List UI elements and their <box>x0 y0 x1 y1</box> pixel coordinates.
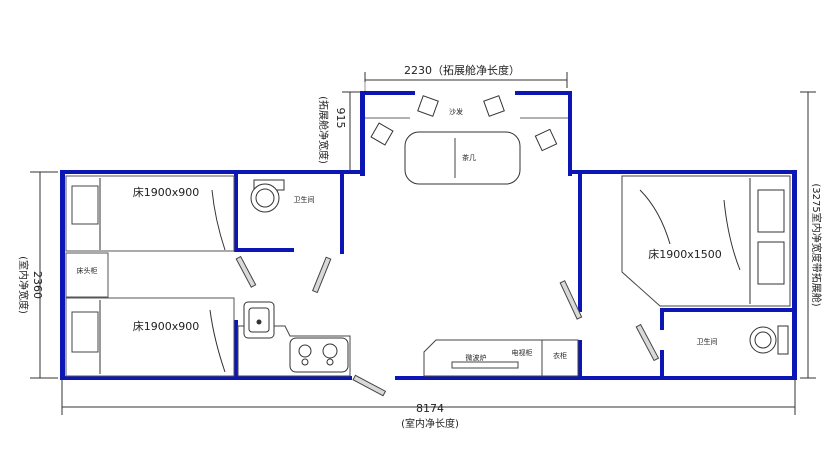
width-with-expansion-label: (3275室内净宽度带拓展舱) <box>810 183 823 306</box>
bedside-table <box>65 252 109 298</box>
micro-label: 微波炉 <box>466 353 487 362</box>
door-bathroom-left <box>312 256 332 294</box>
door-bedroom-right <box>559 280 583 320</box>
total-length-label: 8174 <box>416 402 444 415</box>
tv-label: 电视柜 <box>512 348 533 357</box>
walls <box>60 91 797 380</box>
bed-top-left-label: 床1900x900 <box>133 185 200 199</box>
toilet-right-icon <box>749 325 789 355</box>
width-note: (室内净宽度) <box>17 256 30 314</box>
bathroom-left-label: 卫生间 <box>294 195 315 204</box>
door-bathroom-right <box>635 323 660 362</box>
sofa-label: 沙发 <box>449 107 463 116</box>
bedside-label: 床头柜 <box>77 266 98 275</box>
expansion-length-label: 2230（拓展舱净长度） <box>404 63 520 77</box>
tea-table-label: 茶几 <box>462 153 476 162</box>
bed-right <box>621 175 791 307</box>
toilet-icon <box>250 179 285 213</box>
sofa-area <box>365 95 568 185</box>
width-label: 2360 <box>31 271 44 299</box>
tv-stand-shelf <box>451 361 519 369</box>
wardrobe-label: 衣柜 <box>553 351 567 360</box>
bathroom-right-label: 卫生间 <box>697 337 718 346</box>
door-bedroom-left <box>235 255 257 288</box>
bed-top-left <box>65 175 235 252</box>
bed-bottom-left <box>65 297 235 377</box>
stove-icon <box>289 337 349 373</box>
bed-right-label: 床1900x1500 <box>648 247 722 261</box>
sink-icon <box>243 301 275 339</box>
expansion-width-label: 915 <box>334 108 347 129</box>
pillow-icon <box>370 95 558 152</box>
bed-bottom-left-label: 床1900x900 <box>133 319 200 333</box>
expansion-width-note: (拓展舱净宽度) <box>317 96 330 164</box>
tea-table-outline <box>404 131 521 185</box>
total-length-note: (室内净长度) <box>401 417 459 430</box>
entry-door <box>352 374 387 397</box>
